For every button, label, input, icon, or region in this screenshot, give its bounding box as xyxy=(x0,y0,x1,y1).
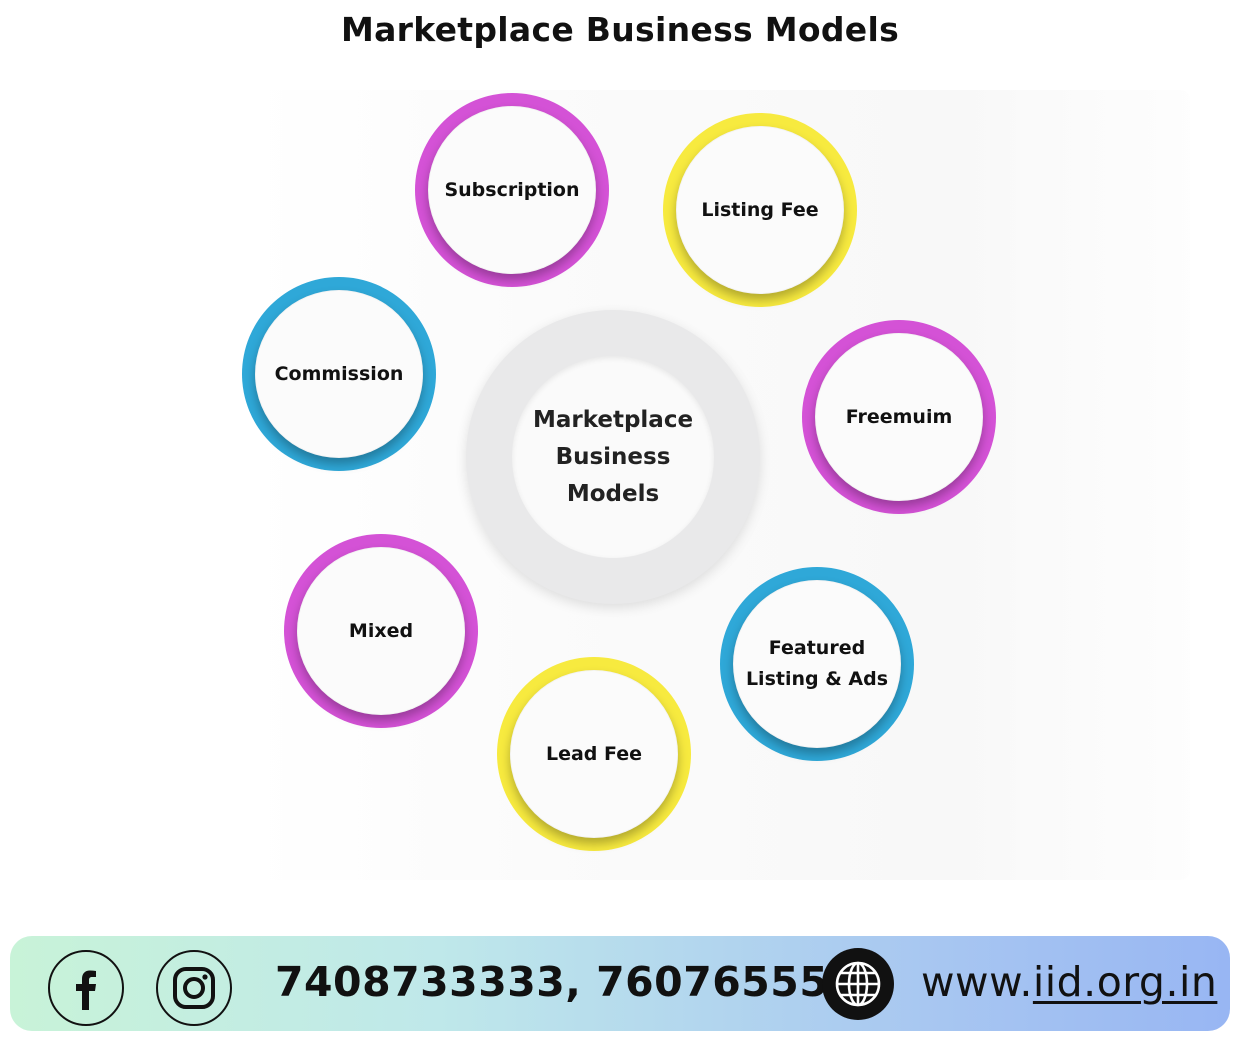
node-label: Freemuim xyxy=(824,402,974,433)
node-freemium: Freemuim xyxy=(802,320,996,514)
website-prefix: www. xyxy=(921,958,1033,1006)
node-label-line: Listing Fee xyxy=(701,198,819,221)
node-label-line: Listing & Ads xyxy=(745,668,889,690)
node-inner xyxy=(297,547,465,715)
node-label-line: Featured xyxy=(768,637,866,659)
center-hub-label: Marketplace Business Models xyxy=(513,402,713,513)
node-inner xyxy=(428,106,596,274)
node-label-line: Subscription xyxy=(444,178,580,201)
contact-bar: 7408733333, 7607655555 www.iid.org.in xyxy=(10,936,1230,1031)
center-hub-inner: Marketplace Business Models xyxy=(512,356,714,558)
node-inner xyxy=(815,333,983,501)
node-label-line: Mixed xyxy=(348,619,414,642)
node-label: Listing Fee xyxy=(685,195,835,226)
instagram-icon[interactable] xyxy=(156,950,232,1026)
node-lead-fee: Lead Fee xyxy=(497,657,691,851)
phone-numbers: 7408733333, 7607655555 xyxy=(275,958,887,1006)
node-featured-listing-ads: Featured Listing & Ads xyxy=(720,567,914,761)
globe-icon[interactable] xyxy=(822,948,894,1020)
node-subscription: Subscription xyxy=(415,93,609,287)
node-listing-fee: Listing Fee xyxy=(663,113,857,307)
node-inner xyxy=(676,126,844,294)
node-label-line: Freemuim xyxy=(845,405,953,428)
node-label: Subscription xyxy=(437,175,587,206)
node-label: Commission xyxy=(264,359,414,390)
center-hub-line: Business xyxy=(555,443,671,470)
website-domain[interactable]: iid.org.in xyxy=(1032,958,1218,1006)
facebook-icon[interactable] xyxy=(48,950,124,1026)
node-label: Lead Fee xyxy=(519,739,669,770)
page-title: Marketplace Business Models xyxy=(340,10,900,49)
node-label-line: Commission xyxy=(274,362,404,385)
node-mixed: Mixed xyxy=(284,534,478,728)
node-commission: Commission xyxy=(242,277,436,471)
node-label: Featured Listing & Ads xyxy=(742,633,892,695)
node-inner xyxy=(255,290,423,458)
center-hub: Marketplace Business Models xyxy=(466,310,760,604)
center-hub-line: Models xyxy=(566,480,660,507)
website-link[interactable]: www.iid.org.in xyxy=(921,958,1217,1006)
node-inner xyxy=(733,580,901,748)
node-label: Mixed xyxy=(306,616,456,647)
center-hub-line: Marketplace xyxy=(532,406,694,433)
node-inner xyxy=(510,670,678,838)
node-label-line: Lead Fee xyxy=(545,742,642,765)
